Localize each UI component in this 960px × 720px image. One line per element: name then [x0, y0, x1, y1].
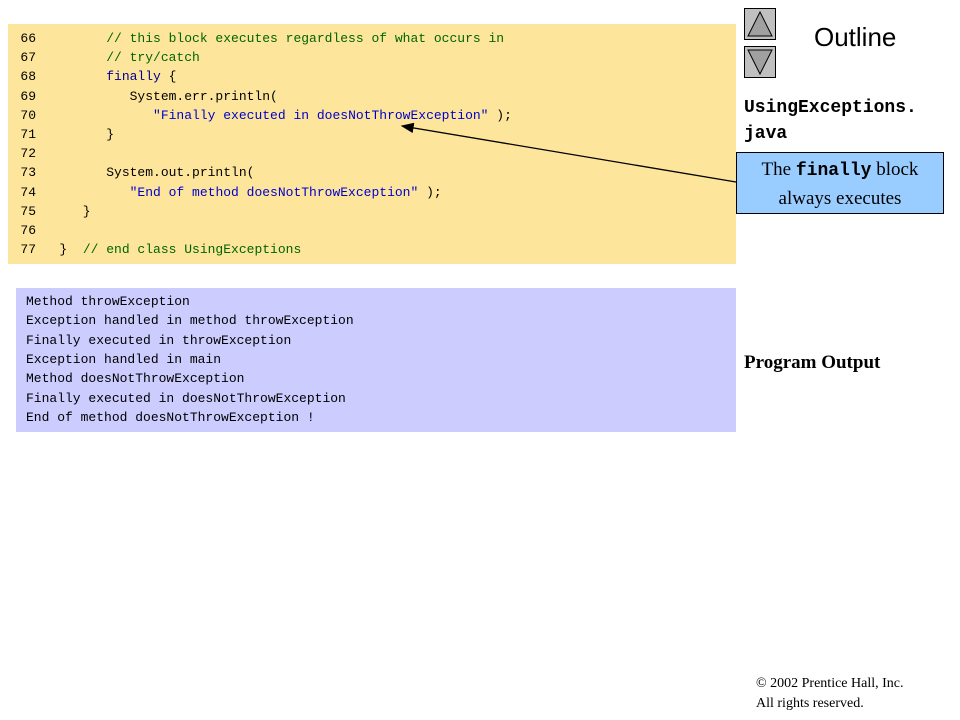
code-string: "End of method doesNotThrowException": [129, 184, 419, 200]
file-title-line1: UsingExceptions.: [744, 98, 917, 118]
code-comment: // try/catch: [106, 50, 200, 66]
code-line: 67 // try/catch: [8, 48, 200, 67]
output-line: Method throwException: [26, 294, 190, 309]
code-comment: // this block executes regardless of wha…: [106, 31, 505, 46]
output-line: Method doesNotThrowException: [26, 371, 245, 387]
code-line: 68 finally {: [8, 67, 176, 86]
code-line: 72: [8, 144, 36, 163]
line-number: 71: [20, 127, 36, 142]
previous-slide-button[interactable]: [744, 8, 776, 40]
code-keyword: finally: [106, 69, 161, 85]
line-number: 73: [20, 165, 36, 181]
code-listing: 66 // this block executes regardless of …: [8, 24, 736, 264]
output-line: Exception handled in method throwExcepti…: [26, 313, 354, 329]
line-number: 70: [20, 107, 36, 123]
line-number: 66: [20, 31, 36, 46]
output-line: End of method doesNotThrowException !: [26, 409, 315, 425]
output-line: Exception handled in main: [26, 351, 222, 367]
code-line: 73 System.out.println(: [8, 163, 254, 182]
code-line: 74 "End of method doesNotThrowException"…: [8, 183, 442, 202]
code-comment: // end class UsingExceptions: [82, 242, 302, 258]
output-line: Finally executed in doesNotThrowExceptio…: [26, 390, 346, 406]
line-number: 72: [20, 146, 36, 162]
callout-code: finally: [795, 161, 872, 181]
callout-prefix: The: [761, 159, 796, 180]
program-output-label: Program Output: [744, 352, 881, 373]
code-plain: {: [160, 69, 177, 85]
copyright-line2: All rights reserved.: [756, 696, 864, 711]
code-string: "Finally executed in doesNotThrowExcepti…: [153, 107, 489, 123]
line-number: 69: [20, 88, 36, 104]
line-number: 67: [20, 50, 36, 66]
triangle-down-icon: [747, 49, 773, 76]
code-plain: );: [488, 107, 512, 123]
code-plain: }: [36, 203, 91, 219]
code-plain: System.out.println(: [36, 165, 255, 181]
code-line: 66 // this block executes regardless of …: [8, 29, 504, 48]
outline-title: Outline: [814, 22, 897, 52]
line-number: 74: [20, 184, 36, 200]
code-line: 71 }: [8, 125, 114, 144]
file-title: UsingExceptions. java: [744, 95, 954, 147]
code-line: 69 System.err.println(: [8, 87, 278, 106]
next-slide-button[interactable]: [744, 46, 776, 78]
output-line: Finally executed in throwException: [26, 332, 292, 348]
code-line: 77 } // end class UsingExceptions: [8, 240, 301, 259]
line-number: 77: [20, 242, 36, 258]
code-plain: );: [418, 184, 442, 200]
code-line: 76: [8, 221, 36, 240]
callout-suffix: block always executes: [778, 159, 919, 209]
code-line: 70 "Finally executed in doesNotThrowExce…: [8, 106, 512, 125]
code-line: 75 }: [8, 202, 91, 221]
file-title-line2: java: [744, 124, 788, 144]
line-number: 76: [20, 223, 36, 238]
line-number: 75: [20, 203, 36, 219]
line-number: 68: [20, 69, 36, 85]
finally-callout: The finally block always executes: [736, 152, 944, 214]
copyright-line1: © 2002 Prentice Hall, Inc.: [756, 676, 904, 691]
code-plain: }: [36, 242, 83, 258]
triangle-up-icon: [747, 10, 773, 37]
code-plain: System.err.println(: [36, 88, 278, 104]
copyright: © 2002 Prentice Hall, Inc. All rights re…: [756, 674, 904, 714]
code-plain: }: [36, 127, 115, 142]
